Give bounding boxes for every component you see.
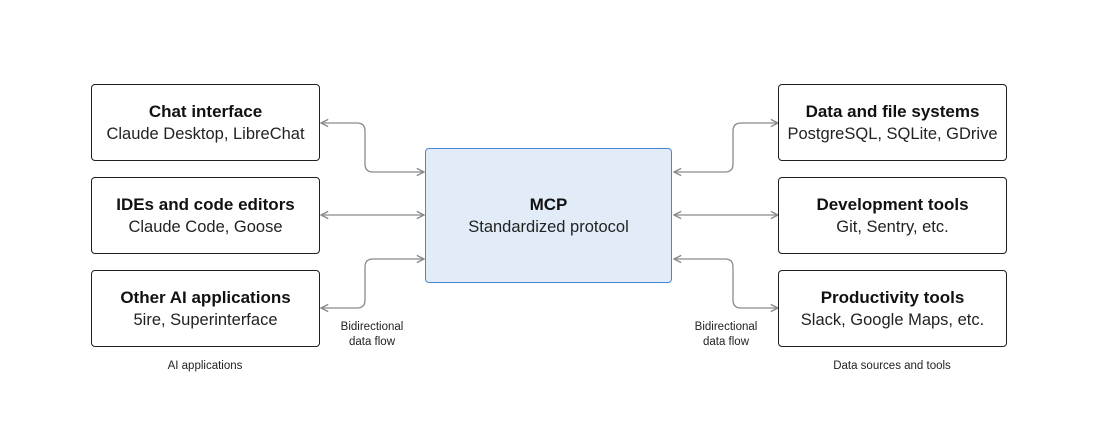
- node-subtitle: Claude Desktop, LibreChat: [106, 124, 305, 143]
- node-data-file-systems: Data and file systems PostgreSQL, SQLite…: [778, 84, 1007, 161]
- connector-mcp-to-productivity: [674, 259, 778, 308]
- flow-label-line: Bidirectional: [694, 321, 758, 333]
- flow-label-line: data flow: [702, 336, 750, 348]
- node-subtitle: Git, Sentry, etc.: [836, 217, 949, 236]
- group-label-ai-applications: AI applications: [167, 360, 243, 372]
- node-development-tools: Development tools Git, Sentry, etc.: [778, 177, 1007, 254]
- node-title: Productivity tools: [820, 287, 965, 307]
- node-subtitle: PostgreSQL, SQLite, GDrive: [787, 124, 998, 143]
- node-title: Data and file systems: [805, 101, 980, 121]
- node-subtitle: Slack, Google Maps, etc.: [800, 310, 985, 329]
- group-label-data-sources: Data sources and tools: [833, 360, 951, 372]
- flow-label-left: Bidirectional data flow: [322, 320, 422, 350]
- flow-label-line: Bidirectional: [340, 321, 404, 333]
- node-other-ai-applications: Other AI applications 5ire, Superinterfa…: [91, 270, 320, 347]
- node-mcp: MCP Standardized protocol: [425, 148, 672, 283]
- node-ides-code-editors: IDEs and code editors Claude Code, Goose: [91, 177, 320, 254]
- connector-mcp-to-data: [674, 123, 778, 172]
- flow-label-line: data flow: [348, 336, 396, 348]
- node-title: IDEs and code editors: [116, 194, 295, 214]
- node-chat-interface: Chat interface Claude Desktop, LibreChat: [91, 84, 320, 161]
- node-title: Other AI applications: [120, 287, 291, 307]
- node-subtitle: Claude Code, Goose: [128, 217, 283, 236]
- node-productivity-tools: Productivity tools Slack, Google Maps, e…: [778, 270, 1007, 347]
- node-subtitle: 5ire, Superinterface: [133, 310, 278, 329]
- mcp-title: MCP: [529, 194, 568, 214]
- connector-other-ai-to-mcp: [321, 259, 424, 308]
- node-title: Development tools: [816, 194, 969, 214]
- mcp-subtitle: Standardized protocol: [468, 217, 629, 236]
- flow-label-right: Bidirectional data flow: [676, 320, 776, 350]
- node-title: Chat interface: [148, 101, 263, 121]
- connector-chat-to-mcp: [321, 123, 424, 172]
